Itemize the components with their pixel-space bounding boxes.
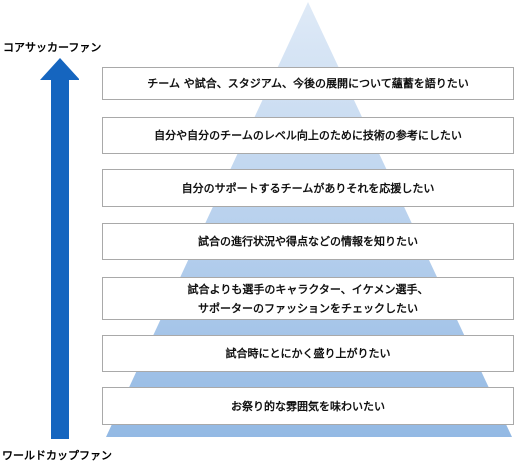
level-6-box: 試合時にとにかく盛り上がりたい <box>102 335 514 372</box>
axis-bottom-label: ワールドカップファン <box>2 449 112 462</box>
level-2-text: 自分や自分のチームのレベル向上のために技術の参考にしたい <box>154 129 462 142</box>
level-4-box: 試合の進行状況や得点などの情報を知りたい <box>102 223 514 260</box>
level-5-box: 試合よりも選手のキャラクター、イケメン選手、 サポーターのファッションをチェック… <box>102 277 514 320</box>
axis-top-label: コアサッカーファン <box>3 41 102 54</box>
level-7-text: お祭り的な雰囲気を味わいたい <box>231 399 385 413</box>
level-3-text: 自分のサポートするチームがありそれを応援したい <box>181 181 435 195</box>
level-6-text: 試合時にとにかく盛り上がりたい <box>225 347 391 360</box>
level-5-text-line-2: サポーターのファッションをチェックしたい <box>198 301 418 315</box>
arrow-up-icon <box>40 58 79 439</box>
level-7-box: お祭り的な雰囲気を味わいたい <box>102 387 514 425</box>
level-1-box: チーム や試合、スタジアム、今後の展開について蘊蓄を語りたい <box>102 67 514 100</box>
level-3-box: 自分のサポートするチームがありそれを応援したい <box>102 169 514 207</box>
pyramid-triangle <box>106 2 512 437</box>
level-4-text: 試合の進行状況や得点などの情報を知りたい <box>198 235 418 248</box>
level-2-box: 自分や自分のチームのレベル向上のために技術の参考にしたい <box>102 117 514 154</box>
level-1-text: チーム や試合、スタジアム、今後の展開について蘊蓄を語りたい <box>147 77 469 90</box>
level-5-text-line-1: 試合よりも選手のキャラクター、イケメン選手、 <box>187 282 429 296</box>
